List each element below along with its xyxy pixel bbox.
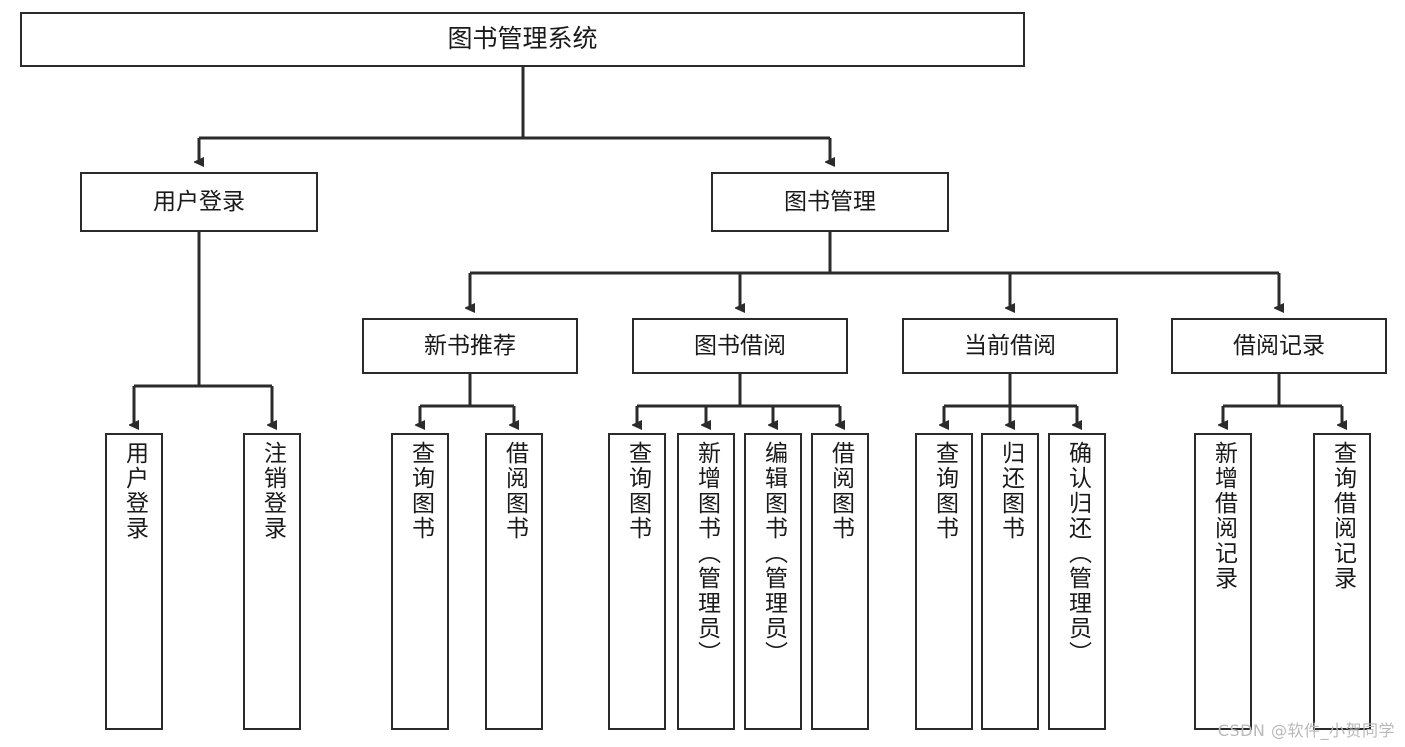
node-label: 注销登录 — [259, 441, 286, 541]
node-label: 新增借阅记录 — [1210, 441, 1237, 591]
node-label: 图书管理 — [784, 188, 876, 215]
leaf-borrow-record-add-record[interactable]: 新增借阅记录 — [1194, 433, 1252, 730]
leaf-book-borrow-borrow-books[interactable]: 借阅图书 — [811, 433, 869, 730]
node-label: 新增图书（管理员） — [693, 441, 720, 666]
node-label: 用户登录 — [121, 441, 148, 541]
node-label: 查询图书 — [931, 441, 958, 541]
node-user-login[interactable]: 用户登录 — [80, 172, 318, 232]
leaf-current-borrow-return-books[interactable]: 归还图书 — [981, 433, 1039, 730]
leaf-user-login-logout[interactable]: 注销登录 — [243, 433, 301, 730]
leaf-current-borrow-query-books[interactable]: 查询图书 — [915, 433, 973, 730]
node-label: 图书借阅 — [694, 332, 786, 359]
node-book-management[interactable]: 图书管理 — [711, 172, 949, 232]
node-label: 借阅图书 — [827, 441, 854, 541]
leaf-user-login-login[interactable]: 用户登录 — [105, 433, 163, 730]
node-label: 图书管理系统 — [447, 24, 598, 54]
node-current-borrowing[interactable]: 当前借阅 — [902, 318, 1118, 374]
leaf-book-borrow-add-book-admin[interactable]: 新增图书（管理员） — [677, 433, 735, 730]
node-label: 借阅记录 — [1233, 332, 1325, 359]
node-label: 确认归还（管理员） — [1064, 441, 1091, 666]
node-root-book-management-system[interactable]: 图书管理系统 — [20, 12, 1025, 67]
node-label: 查询借阅记录 — [1329, 441, 1356, 591]
leaf-new-book-query-books[interactable]: 查询图书 — [391, 433, 449, 730]
leaf-book-borrow-edit-book-admin[interactable]: 编辑图书（管理员） — [744, 433, 802, 730]
leaf-book-borrow-query-books[interactable]: 查询图书 — [608, 433, 666, 730]
node-label: 借阅图书 — [501, 441, 528, 541]
node-label: 查询图书 — [407, 441, 434, 541]
node-label: 新书推荐 — [424, 332, 516, 359]
leaf-current-borrow-confirm-return-admin[interactable]: 确认归还（管理员） — [1048, 433, 1106, 730]
node-label: 用户登录 — [153, 188, 245, 215]
node-label: 编辑图书（管理员） — [760, 441, 787, 666]
watermark-text: CSDN @软件_小贺同学 — [1217, 721, 1395, 740]
node-borrow-records[interactable]: 借阅记录 — [1171, 318, 1387, 374]
leaf-borrow-record-query-record[interactable]: 查询借阅记录 — [1313, 433, 1371, 730]
node-label: 归还图书 — [997, 441, 1024, 541]
node-book-borrowing[interactable]: 图书借阅 — [632, 318, 848, 374]
leaf-new-book-borrow-books[interactable]: 借阅图书 — [485, 433, 543, 730]
node-label: 查询图书 — [624, 441, 651, 541]
node-label: 当前借阅 — [964, 332, 1056, 359]
node-new-book-recommendation[interactable]: 新书推荐 — [362, 318, 578, 374]
